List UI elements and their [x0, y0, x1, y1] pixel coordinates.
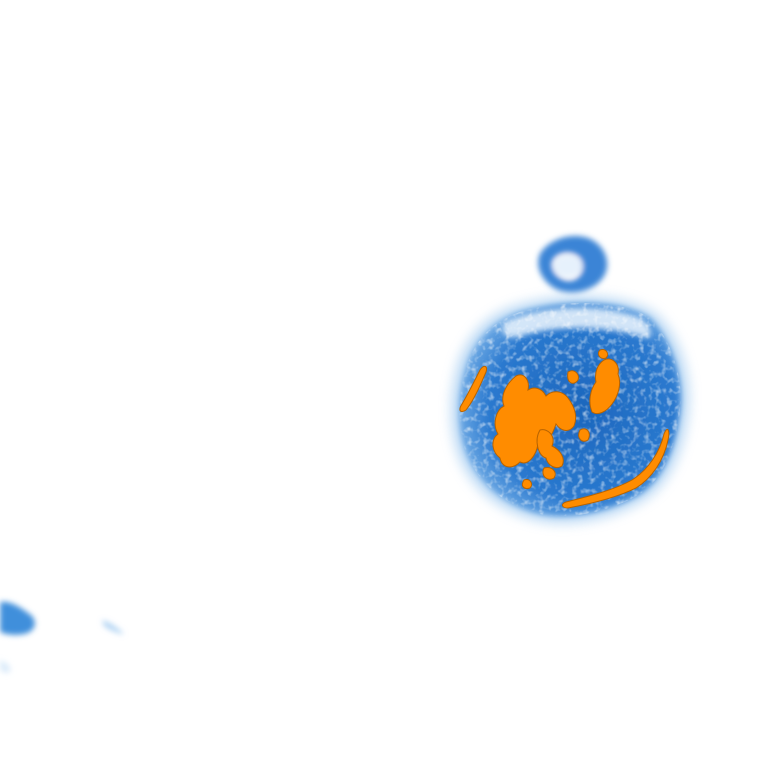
inclusion-center-lobe	[536, 429, 564, 469]
inclusion-small-2	[578, 428, 590, 442]
edge-fragment-faint	[0, 660, 11, 673]
inclusion-right-upper	[589, 358, 621, 415]
orange-inclusions	[459, 349, 670, 509]
large-cell	[451, 296, 689, 524]
small-cell-center	[554, 255, 582, 277]
inclusion-small-3	[542, 467, 556, 480]
small-cell	[538, 235, 608, 293]
inclusion-small-1	[567, 370, 579, 384]
edge-fragment-body	[0, 601, 35, 635]
inclusion-small-4	[521, 479, 533, 489]
edge-fragment	[0, 601, 124, 673]
small-cell-ring	[538, 235, 608, 293]
inclusion-left-edge	[459, 365, 487, 413]
edge-fragment-wisp	[102, 620, 124, 634]
inclusion-small-5	[597, 349, 609, 359]
inclusion-lower-arc	[561, 428, 670, 509]
